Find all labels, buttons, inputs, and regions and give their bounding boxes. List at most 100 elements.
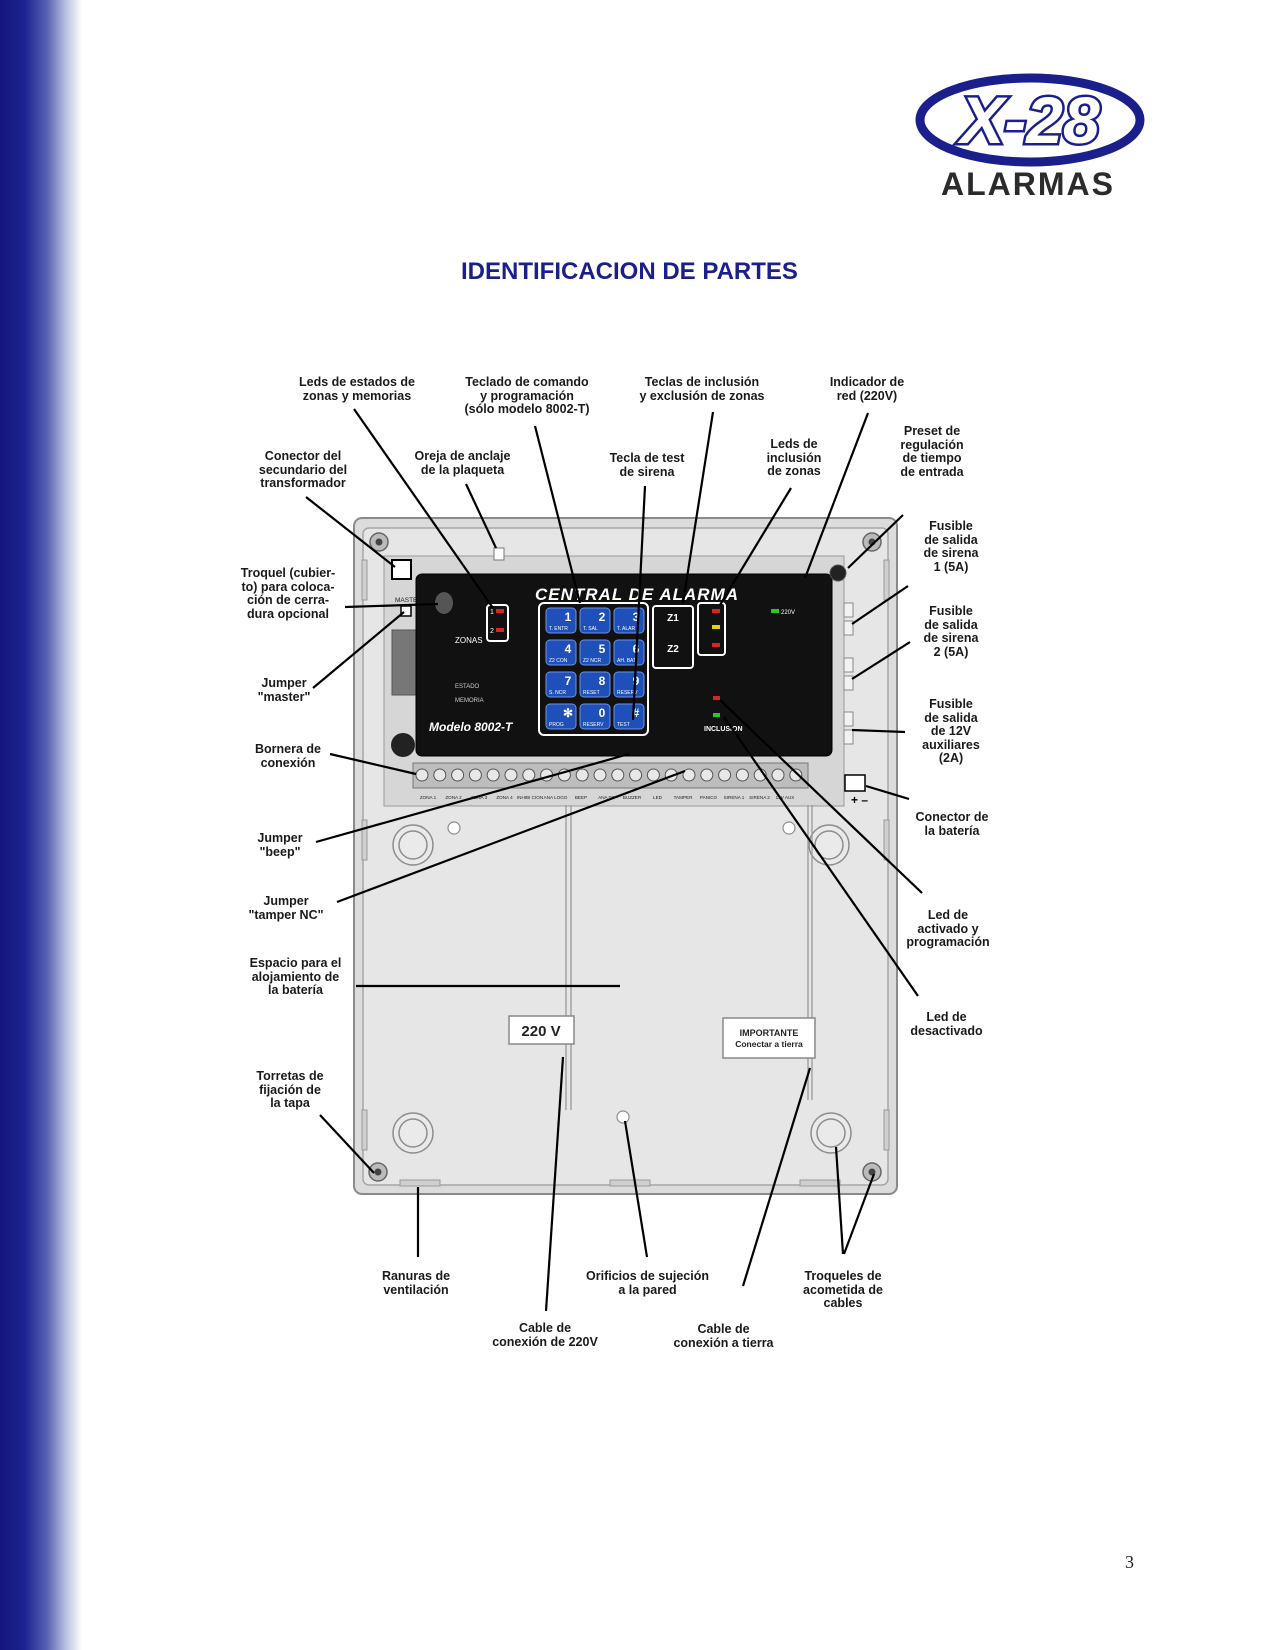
keypad-key-number: 5 — [599, 642, 606, 656]
zones-label: ZONAS — [455, 636, 483, 645]
label-indicador-red: Indicador de red (220V) — [829, 375, 905, 403]
keypad-key-number: 4 — [565, 642, 572, 656]
key-z1[interactable]: Z1 — [667, 613, 679, 624]
keypad-key[interactable]: 4 Z2 CON — [545, 639, 577, 666]
zone-keys-box — [652, 605, 694, 669]
terminal-screw — [682, 768, 696, 782]
zone-leds-box — [486, 604, 509, 642]
label-fusible-12v: Fusible de salida de 12V auxiliares (2A) — [922, 697, 980, 765]
terminal-label: ZONA 1 — [420, 795, 437, 800]
terminal-screw — [522, 768, 536, 782]
label-preset: Preset de regulación de tiempo de entrad… — [900, 424, 964, 479]
transformer-connector — [391, 559, 412, 580]
estado-label: ESTADO — [455, 684, 480, 690]
logo-mark-text: X-28 — [956, 83, 1100, 157]
keypad-key[interactable]: #TEST — [613, 703, 645, 730]
deactivated-led — [713, 713, 720, 717]
label-troquel-cerradura: Troquel (cubier- to) para coloca- ción d… — [240, 566, 336, 621]
cable-knockouts — [392, 824, 852, 1154]
label-led-desactivado: Led de desactivado — [910, 1010, 983, 1038]
terminal-label: ANA TO — [598, 795, 615, 800]
label-leds-inclusion: Leds de inclusión de zonas — [766, 437, 822, 478]
inclusion-led-2 — [712, 625, 720, 629]
panel-screw — [435, 592, 453, 614]
x28-logo: X-28 ALARMAS — [915, 70, 1145, 205]
label-bornera: Bornera de conexión — [255, 742, 321, 770]
keypad-key-function: RESERV — [583, 722, 604, 728]
memoria-label: MEMORIA — [455, 698, 484, 704]
anchor-ear — [493, 547, 505, 561]
keypad-key[interactable]: 6AH. BAT — [613, 639, 645, 666]
label-cable-tierra: Cable de conexión a tierra — [673, 1322, 774, 1350]
label-fusible-1: Fusible de salida de sirena 1 (5A) — [923, 519, 979, 574]
side-gradient-band — [0, 0, 82, 1650]
terminal-screw — [646, 768, 660, 782]
keypad-key-number: 7 — [565, 674, 572, 688]
x28-logo-mark: X-28 — [915, 73, 1145, 167]
label-cable-220: Cable de conexión de 220V — [492, 1321, 598, 1349]
keypad-key-function: Z2 CON — [549, 658, 568, 664]
terminal-label: BEEP — [575, 795, 587, 800]
terminal-screw — [415, 768, 429, 782]
label-tecla-test: Tecla de test de sirena — [609, 451, 685, 479]
keypad-key[interactable]: 7S. NCR — [545, 671, 577, 698]
label-jumper-master: Jumper "master" — [257, 676, 311, 704]
terminal-screw — [735, 768, 749, 782]
keypad-key-function: RESERV — [617, 690, 638, 696]
terminal-screw — [451, 768, 465, 782]
terminal-label: SIRENA 1 — [724, 795, 745, 800]
keypad-key-function: TEST — [617, 722, 630, 728]
keypad-key-number: 2 — [599, 610, 606, 624]
terminal-screw — [593, 768, 607, 782]
page-number: 3 — [1125, 1552, 1134, 1572]
terminal-screw — [718, 768, 732, 782]
label-led-activado: Led de activado y programación — [906, 908, 990, 949]
keypad-key[interactable]: 2T. SAL — [579, 607, 611, 634]
label-torretas: Torretas de fijación de la tapa — [256, 1069, 324, 1110]
panel-heading: CENTRAL DE ALARMA — [535, 585, 739, 604]
inclusion-label: INCLUSION — [704, 726, 743, 733]
keypad-key-number: 1 — [565, 610, 572, 624]
keypad-key-function: PROG — [549, 722, 564, 728]
label-leds-estados: Leds de estados de zonas y memorias — [298, 375, 415, 403]
keypad-key-function: AH. BAT — [617, 658, 636, 664]
important-box — [722, 1017, 816, 1059]
keypad-key[interactable]: ✻PROG — [545, 703, 577, 730]
callout-leaders — [305, 408, 923, 1312]
keypad-key-number: # — [633, 706, 640, 720]
terminal-screw — [468, 768, 482, 782]
label-conector-secundario: Conector del secundario del transformado… — [258, 449, 348, 490]
label-jumper-tamper: Jumper "tamper NC" — [248, 894, 324, 922]
keypad-key[interactable]: 3T. ALAR — [613, 607, 645, 634]
terminal-label: SIRENA 2 — [749, 795, 770, 800]
ventilation-slots — [361, 559, 890, 1187]
key-z2[interactable]: Z2 — [667, 644, 679, 655]
terminal-label: INHIBI CION — [517, 795, 543, 800]
zone-led-1 — [496, 609, 504, 613]
terminal-screw — [629, 768, 643, 782]
inclusion-led-3 — [712, 643, 720, 647]
label-teclado: Teclado de comando y programación (sólo … — [464, 375, 590, 416]
terminal-label: ZONA 3 — [471, 795, 488, 800]
keypad-key[interactable]: 1 T. ENTR — [545, 607, 577, 634]
battery-polarity: + – — [851, 793, 868, 807]
page-title: IDENTIFICACION DE PARTES — [461, 258, 798, 285]
keypad-key[interactable]: 5Z2 NCR — [579, 639, 611, 666]
inclusion-led-1 — [712, 609, 720, 613]
fuses — [843, 602, 854, 745]
keypad-key-number: 0 — [599, 706, 606, 720]
keypad-key-number: 8 — [599, 674, 606, 688]
model-label: Modelo 8002-T — [429, 720, 514, 734]
keypad-key-function: T. ENTR — [549, 626, 568, 632]
terminal-screw — [771, 768, 785, 782]
entry-time-preset — [829, 564, 847, 582]
label-conector-bateria: Conector de la batería — [915, 810, 989, 838]
terminal-label: ZONA 4 — [496, 795, 513, 800]
label-ranuras: Ranuras de ventilación — [381, 1269, 451, 1297]
